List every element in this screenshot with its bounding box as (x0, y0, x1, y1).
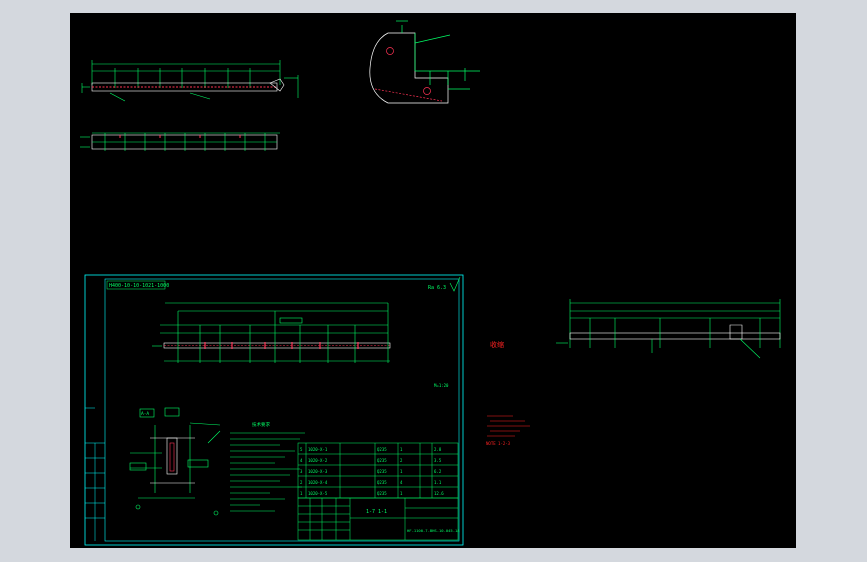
sheet-main-elevation[interactable] (152, 302, 391, 363)
tech-requirements-title: 技术要求 (252, 421, 270, 428)
title-block-name: HF-1100-7-BHS-10-045-1A (407, 528, 460, 533)
part-row-3-wt: 6.2 (434, 469, 442, 474)
drawing-number: 1-7 1-1 (366, 509, 387, 515)
right-side-elevation[interactable] (556, 299, 781, 359)
red-stamp: 收缩 (490, 340, 504, 349)
part-row-4-code: 1020-X-4 (308, 480, 328, 485)
part-row-2-no: 4 (300, 458, 303, 463)
part-row-4-wt: 1.1 (434, 480, 442, 485)
title-block[interactable] (297, 497, 459, 541)
tech-requirement-lines (230, 432, 305, 512)
part-row-2-qty: 2 (400, 458, 403, 463)
part-row-2-code: 1020-X-2 (308, 458, 328, 463)
drawing-model-space[interactable]: 收缩 NOTE 1-2-3 (70, 13, 796, 548)
part-row-2-mat: Q235 (377, 458, 387, 463)
sheet-outer-border (84, 274, 464, 546)
part-row-5-mat: Q235 (377, 491, 387, 496)
top-beam-plan[interactable] (80, 132, 280, 151)
part-row-5-no: 1 (300, 491, 303, 496)
part-row-4-qty: 4 (400, 480, 403, 485)
part-row-3-mat: Q235 (377, 469, 387, 474)
top-beam-elevation[interactable] (81, 60, 299, 102)
part-row-5-code: 1020-X-5 (308, 491, 328, 496)
bracket-detail[interactable] (369, 20, 480, 104)
part-row-5-wt: 12.6 (434, 491, 444, 496)
red-note-marks: 收缩 NOTE 1-2-3 (486, 340, 530, 446)
part-row-4-no: 2 (300, 480, 303, 485)
section-detail[interactable]: A-A (129, 407, 221, 516)
section-label: A-A (141, 411, 149, 417)
part-row-1-wt: 2.8 (434, 447, 442, 452)
roughness-note: Ra 6.3 (428, 285, 446, 291)
part-row-2-wt: 3.5 (434, 458, 442, 463)
part-row-1-mat: Q235 (377, 447, 387, 452)
red-note: NOTE 1-2-3 (486, 441, 511, 446)
part-row-3-code: 1020-X-3 (308, 469, 328, 474)
bottom-sheet[interactable]: H400-10-10-1021-1000 Ra 6.3 (84, 274, 464, 546)
part-row-5-qty: 1 (400, 491, 403, 496)
part-row-1-qty: 1 (400, 447, 403, 452)
parts-list-text: 5 1020-X-1 Q235 1 2.8 4 1020-X-2 Q235 2 … (300, 447, 444, 496)
left-revision-strip (85, 407, 105, 541)
sheet-inner-border (104, 278, 460, 542)
part-row-4-mat: Q235 (377, 480, 387, 485)
sheet-title-banner: H400-10-10-1021-1000 (109, 283, 169, 289)
part-row-3-qty: 1 (400, 469, 403, 474)
part-row-1-no: 5 (300, 447, 303, 452)
part-row-3-no: 3 (300, 469, 303, 474)
scale-note: M=1:20 (434, 383, 449, 388)
part-row-1-code: 1020-X-1 (308, 447, 328, 452)
